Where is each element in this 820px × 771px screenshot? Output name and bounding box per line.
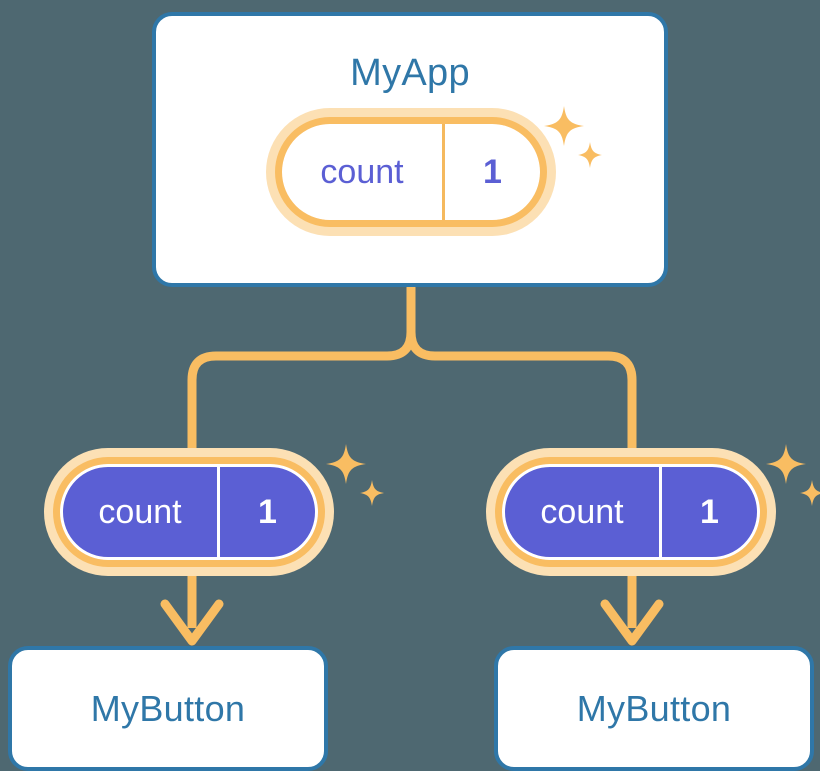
state-key-label: count: [98, 493, 182, 531]
arrow-down-icon-left: [160, 574, 224, 646]
sparkle-icon-large: [766, 444, 806, 484]
component-title-mybutton-right: MyButton: [576, 687, 732, 729]
state-pill-right[interactable]: count 1: [486, 448, 776, 576]
component-title-myapp: MyApp: [350, 52, 470, 94]
component-title-mybutton-left: MyButton: [90, 687, 246, 729]
sparkle-icon-large: [326, 444, 366, 484]
sparkle-icon-small: [360, 480, 384, 506]
state-key-label: count: [540, 493, 624, 531]
state-pill-ring: count 1: [275, 117, 547, 227]
state-pill-body: count 1: [60, 464, 318, 560]
state-pill-body: count 1: [282, 124, 540, 220]
component-card-mybutton-left[interactable]: MyButton: [8, 646, 328, 771]
sparkle-icon-small: [800, 480, 820, 506]
state-pill-body: count 1: [502, 464, 760, 560]
state-pill-myapp[interactable]: count 1: [266, 108, 556, 236]
component-card-mybutton-right[interactable]: MyButton: [494, 646, 814, 771]
state-value-label: 1: [659, 467, 757, 557]
connector-branch-right: [406, 283, 637, 455]
state-pill-ring: count 1: [53, 457, 325, 567]
state-pill-ring: count 1: [495, 457, 767, 567]
state-key-label: count: [320, 153, 404, 191]
state-value-label: 1: [217, 467, 315, 557]
arrow-down-icon-right: [600, 574, 664, 646]
state-pill-left[interactable]: count 1: [44, 448, 334, 576]
state-value-label: 1: [442, 124, 540, 220]
connector-branch-left: [187, 283, 416, 455]
